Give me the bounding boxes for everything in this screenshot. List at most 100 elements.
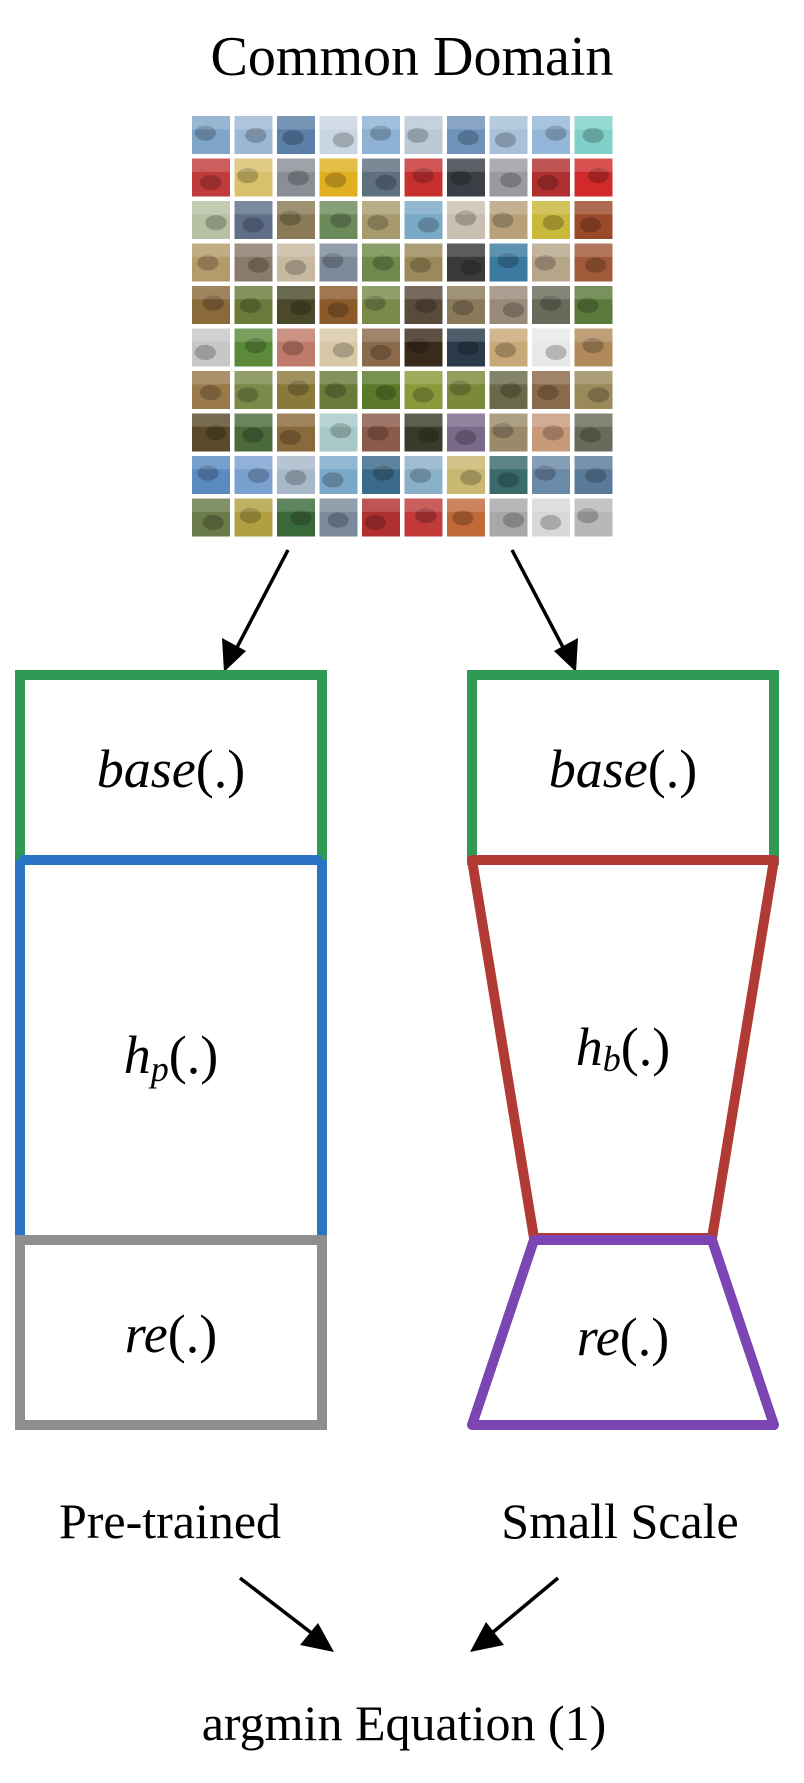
dataset-thumbnail (234, 456, 273, 494)
thumbnail-sky (319, 328, 358, 342)
thumbnail-sky (574, 116, 613, 130)
thumbnail-subject (205, 425, 227, 441)
dataset-thumbnail (277, 328, 315, 367)
thumbnail-sky (489, 498, 528, 512)
thumbnail-sky (277, 116, 315, 130)
dataset-thumbnail (234, 413, 273, 452)
thumbnail-sky (362, 498, 400, 512)
thumbnail-sky (489, 286, 528, 300)
thumbnail-sky (447, 158, 485, 172)
thumbnail-subject (454, 429, 477, 446)
thumbnail-subject (284, 259, 307, 276)
thumbnail-subject (500, 172, 522, 188)
thumbnail-subject (579, 217, 602, 233)
thumbnail-sky (362, 243, 400, 257)
thumbnail-sky (319, 243, 358, 257)
dataset-thumbnail (362, 498, 400, 537)
thumbnail-sky (447, 498, 485, 512)
dataset-thumbnail (192, 498, 230, 537)
thumbnail-subject (579, 427, 602, 443)
thumbnail-subject (502, 302, 525, 318)
thumbnail-subject (372, 465, 394, 481)
pretrained-head-label: hp(.) (124, 1025, 218, 1089)
thumbnail-sky (234, 498, 273, 512)
dataset-thumbnail (234, 498, 273, 537)
thumbnail-sky (192, 456, 230, 470)
thumbnail-subject (582, 127, 604, 143)
diagram-title: Common Domain (211, 26, 614, 88)
thumbnail-sky (532, 456, 570, 470)
thumbnail-subject (237, 168, 259, 184)
thumbnail-sky (277, 328, 315, 342)
thumbnail-sky (574, 371, 613, 385)
thumbnail-sky (192, 286, 230, 300)
dataset-thumbnail (574, 498, 613, 537)
dataset-thumbnail (532, 371, 570, 409)
thumbnail-sky (574, 201, 613, 215)
thumbnail-sky (404, 158, 443, 172)
thumbnail-subject (375, 385, 397, 401)
thumbnail-sky (362, 201, 400, 215)
thumbnail-subject (534, 465, 556, 481)
thumbnail-sky (574, 158, 613, 172)
dataset-thumbnail (319, 116, 358, 154)
dataset-thumbnail (234, 371, 273, 409)
thumbnail-subject (460, 259, 482, 276)
thumbnail-sky (277, 201, 315, 215)
thumbnail-sky (574, 328, 613, 342)
thumbnail-subject (324, 382, 347, 398)
thumbnail-sky (362, 413, 400, 427)
thumbnail-subject (332, 132, 355, 148)
thumbnail-sky (532, 371, 570, 385)
thumbnail-sky (362, 286, 400, 300)
thumbnail-subject (332, 342, 355, 358)
thumbnail-subject (585, 257, 607, 273)
thumbnail-sky (532, 498, 570, 512)
thumbnail-subject (545, 344, 567, 361)
small-scale-re-trapezoid (467, 1235, 779, 1430)
dataset-thumbnail (362, 286, 400, 324)
dataset-thumbnail (532, 158, 570, 197)
thumbnail-subject (205, 215, 227, 231)
thumbnail-subject (194, 125, 216, 141)
thumbnail-sky (319, 286, 358, 300)
thumbnail-sky (319, 116, 358, 130)
thumbnail-subject (542, 215, 564, 231)
thumbnail-subject (282, 340, 304, 356)
thumbnail-sky (574, 413, 613, 427)
dataset-thumbnail (447, 286, 485, 324)
thumbnail-sky (277, 413, 315, 427)
thumbnail-subject (577, 297, 599, 313)
thumbnail-sky (532, 328, 570, 342)
thumbnail-sky (362, 328, 400, 342)
small-scale-re-label: re(.) (577, 1307, 669, 1367)
thumbnail-sky (192, 243, 230, 257)
thumbnail-subject (245, 127, 267, 143)
thumbnail-subject (534, 255, 556, 271)
thumbnail-sky (404, 498, 443, 512)
thumbnail-subject (407, 127, 429, 143)
thumbnail-subject (497, 472, 519, 488)
dataset-thumbnail (447, 158, 485, 197)
thumbnail-sky (532, 201, 570, 215)
dataset-thumbnail (319, 328, 358, 367)
small-scale-base-label: base(.) (549, 739, 697, 799)
thumbnail-sky (532, 413, 570, 427)
thumbnail-sky (234, 413, 273, 427)
thumbnail-sky (234, 243, 273, 257)
arrowhead-from-small-scale (470, 1622, 504, 1652)
thumbnail-subject (537, 174, 559, 191)
dataset-thumbnail (532, 201, 570, 239)
thumbnail-sky (404, 328, 443, 342)
dataset-thumbnail (192, 286, 230, 324)
dataset-thumbnail (489, 158, 528, 197)
dataset-thumbnail (489, 456, 528, 494)
dataset-thumbnail (362, 328, 400, 367)
thumbnail-sky (404, 243, 443, 257)
dataset-thumbnail (489, 371, 528, 409)
dataset-thumbnail (574, 243, 613, 282)
thumbnail-sky (489, 456, 528, 470)
dataset-thumbnail (447, 413, 485, 452)
thumbnail-subject (587, 168, 610, 184)
pretrained-base-label: base(.) (97, 739, 245, 799)
